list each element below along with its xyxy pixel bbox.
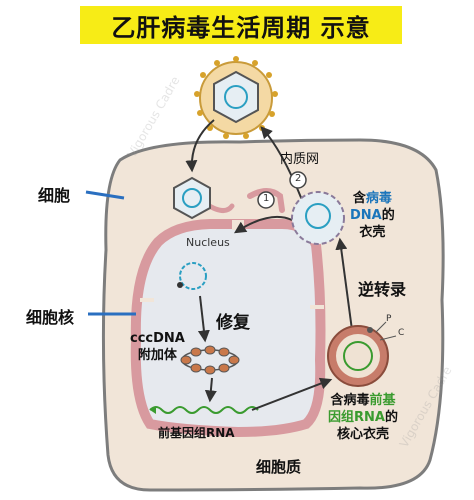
p-label: P xyxy=(386,314,392,324)
rna-capsid-label-p5: 核心衣壳 xyxy=(336,427,389,442)
endoplasmic-reticulum xyxy=(247,188,285,213)
arrow-transcribe xyxy=(204,377,217,403)
rna-capsid-label-p3: 因组RNA xyxy=(328,410,385,425)
arrow-entry xyxy=(185,119,215,173)
entering-capsid xyxy=(173,176,211,220)
dna-capsid-label-p5: 衣壳 xyxy=(359,225,386,240)
rna-capsid-label: 含病毒前基 因组RNA的 核心衣壳 xyxy=(328,392,398,443)
c-label: C xyxy=(398,328,405,338)
rna-capsid-label-p2: 前基 xyxy=(369,393,396,408)
cccdna-minichromosome xyxy=(180,345,240,375)
cccdna-label-line1: cccDNA xyxy=(130,331,185,346)
rna-capsid-label-p1: 含病毒 xyxy=(330,393,370,408)
cytoplasm-label: 细胞质 xyxy=(256,458,302,476)
page-title: 乙肝病毒生活周期 示意 xyxy=(111,13,371,42)
dna-capsid-label-p1: 含 xyxy=(352,191,366,206)
step-1-marker xyxy=(257,191,275,209)
arrow-reverse-transcription xyxy=(335,237,353,331)
cccdna-label: cccDNA 附加体 xyxy=(130,330,185,364)
mature-virion xyxy=(194,56,278,139)
relaxed-dna xyxy=(177,262,207,290)
dna-capsid-label-p3: DNA xyxy=(350,208,382,223)
rna-capsid-label-p4: 的 xyxy=(384,410,398,425)
pgrna-label: 前基因组RNA xyxy=(158,426,235,440)
dna-capsid-label-p4: 的 xyxy=(381,208,395,223)
nucleus-label: 细胞核 xyxy=(26,308,75,327)
step-1-label: 1 xyxy=(263,193,270,204)
dna-capsid-label-p2: 病毒 xyxy=(365,191,392,206)
nucleus-en-label: Nucleus xyxy=(186,236,230,249)
title-banner: 乙肝病毒生活周期 示意 xyxy=(80,6,402,44)
cccdna-label-line2: 附加体 xyxy=(137,348,177,363)
arrow-er-to-virion xyxy=(260,126,303,201)
arrow-repair-1 xyxy=(197,295,210,343)
pregenomic-rna-strand xyxy=(149,406,259,414)
step-2-marker xyxy=(289,171,307,189)
cell-label: 细胞 xyxy=(38,186,71,205)
reverse-transcription-label: 逆转录 xyxy=(358,280,407,299)
arrow-recycle xyxy=(233,216,293,234)
dna-capsid xyxy=(291,191,345,245)
er-label: 内质网 xyxy=(280,152,320,167)
step-2-label: 2 xyxy=(295,173,302,184)
dna-capsid-label: 含病毒 DNA的 衣壳 xyxy=(350,190,395,241)
rna-core-capsid xyxy=(327,321,397,387)
arrow-to-core xyxy=(251,377,333,411)
repair-label: 修复 xyxy=(216,313,250,333)
cell-pointer-line xyxy=(85,190,125,200)
